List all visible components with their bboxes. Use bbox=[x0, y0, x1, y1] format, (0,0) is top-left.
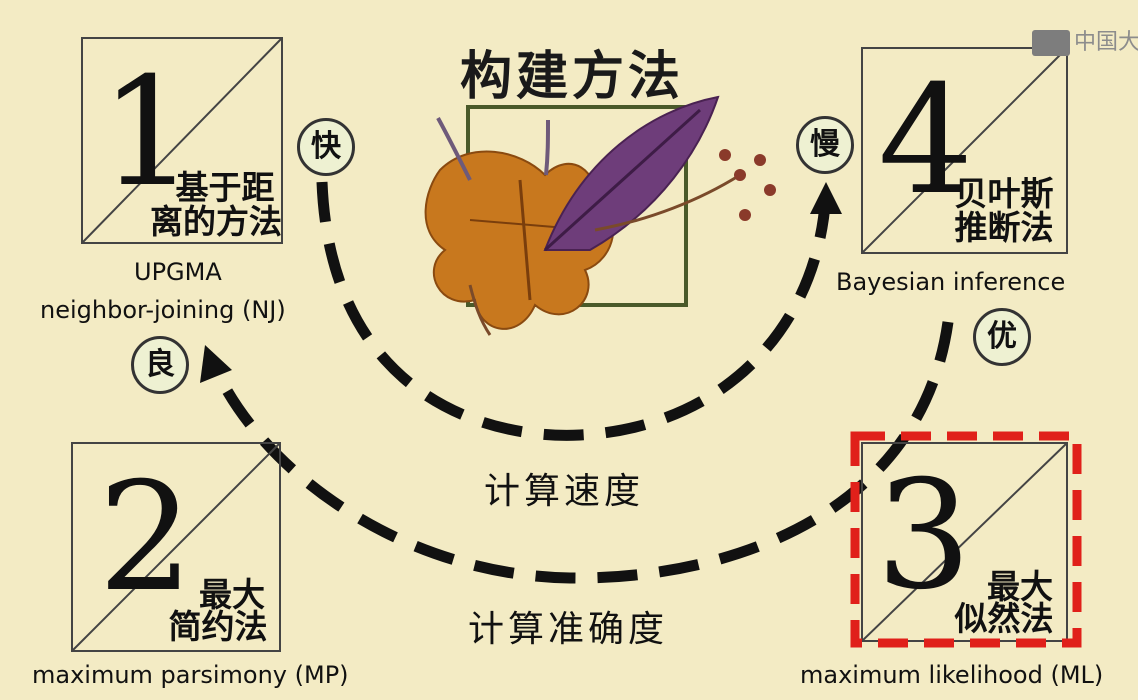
method-cn-line2: 似然法 bbox=[954, 599, 1054, 638]
method-cn-line2: 离的方法 bbox=[150, 202, 282, 241]
badge-slow: 慢 bbox=[796, 116, 854, 174]
method-box-2: 2 最大 简约法 bbox=[72, 443, 280, 651]
accuracy-label: 计算准确度 bbox=[468, 609, 669, 650]
method-box-2-frame bbox=[71, 442, 281, 652]
speed-arc bbox=[316, 181, 832, 441]
method-cn-line1: 最大 bbox=[199, 575, 265, 614]
method-number: 3 bbox=[876, 449, 972, 623]
accuracy-arc bbox=[208, 321, 954, 584]
speed-label: 计算速度 bbox=[484, 471, 645, 512]
method-box-1-frame bbox=[81, 37, 283, 244]
method-cn-line2: 推断法 bbox=[954, 208, 1054, 247]
watermark-text: 中国大 bbox=[1074, 30, 1138, 55]
method-2-en-line1: maximum parsimony (MP) bbox=[32, 661, 349, 689]
accuracy-arrowhead bbox=[200, 345, 232, 383]
method-1-en-line2: neighbor-joining (NJ) bbox=[40, 296, 286, 324]
method-1-en-line1: UPGMA bbox=[134, 258, 222, 286]
speed-arrowhead bbox=[810, 182, 842, 214]
method-cn-line2: 简约法 bbox=[168, 607, 268, 646]
method-number: 1 bbox=[100, 46, 196, 220]
method-box-4: 4 贝叶斯 推断法 bbox=[862, 48, 1067, 253]
method-4-en-line1: Bayesian inference bbox=[836, 268, 1066, 296]
badge-excellent: 优 bbox=[973, 308, 1031, 366]
highlight-box bbox=[850, 431, 1082, 648]
method-3-en-line1: maximum likelihood (ML) bbox=[800, 661, 1104, 689]
badge-fast: 快 bbox=[297, 118, 355, 176]
method-cn-line1: 最大 bbox=[987, 567, 1053, 606]
method-number: 4 bbox=[878, 54, 974, 228]
badge-good: 良 bbox=[131, 336, 189, 394]
method-cn-line1: 基于距 bbox=[175, 168, 275, 207]
method-box-4-frame bbox=[861, 47, 1068, 254]
page-title: 构建方法 bbox=[459, 47, 684, 107]
method-number: 2 bbox=[98, 451, 194, 625]
method-box-3: 3 最大 似然法 bbox=[862, 443, 1067, 641]
logo-icon bbox=[1032, 30, 1070, 56]
method-cn-line1: 贝叶斯 bbox=[954, 174, 1054, 213]
watermark: 中国大 bbox=[1032, 24, 1138, 56]
method-box-3-frame bbox=[850, 431, 1082, 648]
leaves-illustration bbox=[424, 95, 776, 336]
method-box-1: 1 基于距 离的方法 bbox=[82, 38, 282, 243]
